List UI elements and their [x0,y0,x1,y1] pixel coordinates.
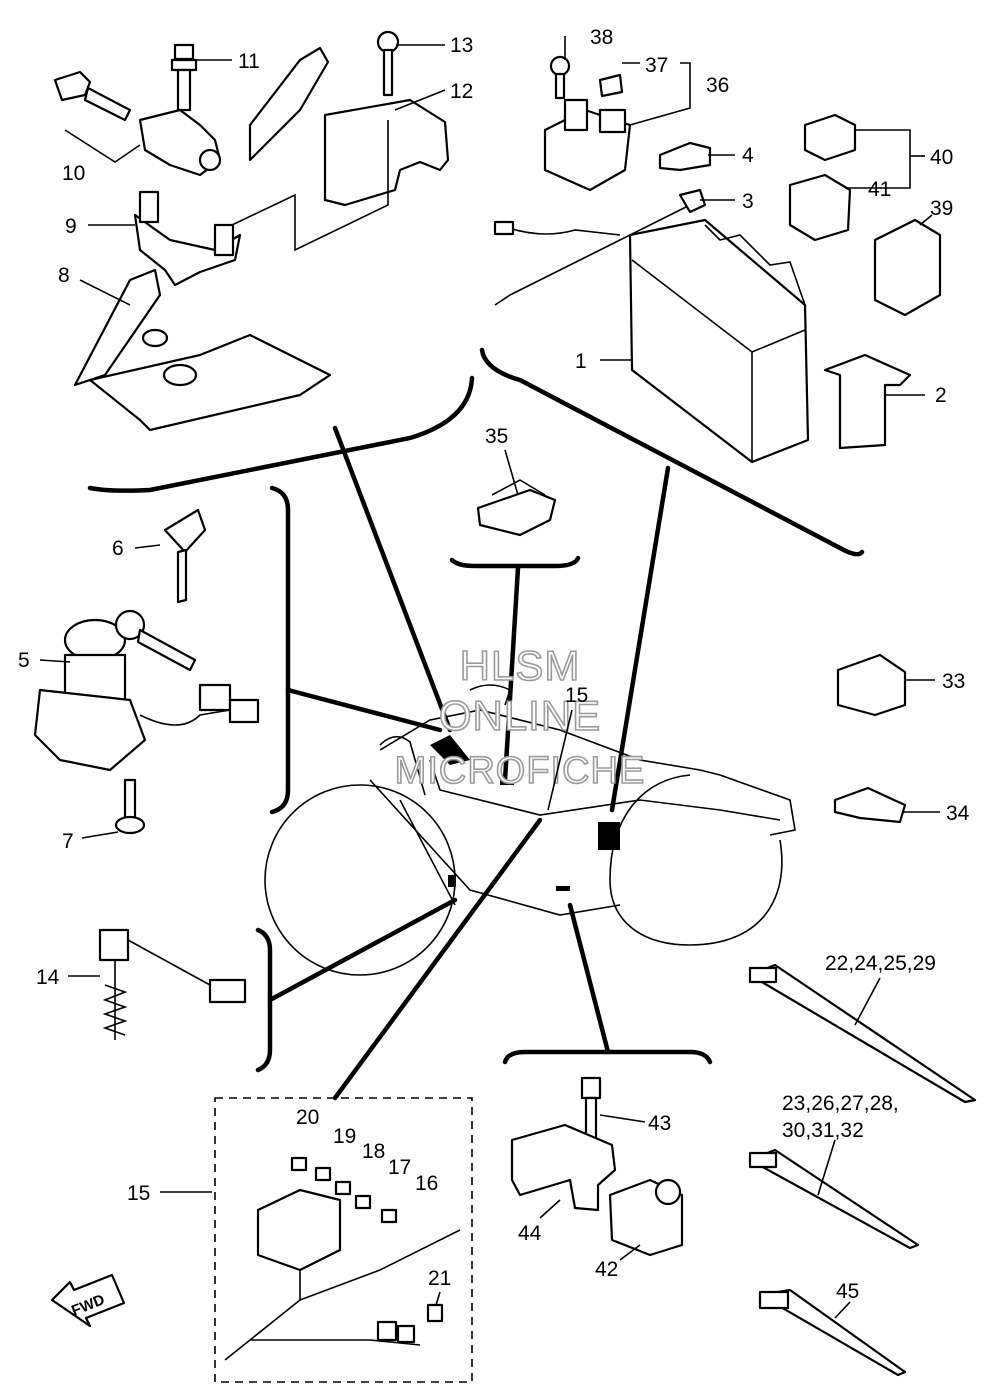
part-1-battery [628,218,810,464]
part-41-relay-holder [788,173,852,242]
part-15-harness-box [214,1097,473,1383]
fwd-arrow-icon: FWD [50,1273,126,1328]
label-41: 41 [868,178,891,201]
label-19: 19 [333,1125,356,1148]
part-36-starter-relay [543,98,632,192]
part-4-cover [658,141,712,172]
label-43: 43 [648,1112,671,1135]
section-brackets [87,347,865,1101]
part-33-clamp [836,653,907,717]
part-44-bracket [510,1123,617,1212]
watermark: HLSM ONLINE MICROFICHE [394,641,646,793]
part-42-sensor [608,1178,684,1257]
label-16: 16 [415,1172,438,1195]
label-18: 18 [362,1140,385,1163]
part-37-fuse [598,73,624,98]
part-6-key [163,508,207,604]
label-6: 6 [112,537,124,560]
part-14-switch [98,928,247,1040]
label-1: 1 [575,350,587,373]
label-9: 9 [65,215,77,238]
part-45-cable-tie [758,1288,907,1377]
part-10-key-switch [53,70,222,177]
part-5-main-switch [33,609,260,772]
part-23-cable-tie [748,1148,920,1250]
label-35: 35 [485,425,508,448]
motorcycle-outline [264,684,796,976]
part-8-handlebar-holder [73,268,332,432]
label-20: 20 [296,1106,319,1129]
label-23-26-27-28: 23,26,27,28, [782,1092,899,1115]
part-13-screw [376,30,400,97]
part-40-relay [803,113,911,189]
label-44: 44 [518,1222,542,1245]
label-7: 7 [62,830,74,853]
part-38-bolt [549,55,571,100]
label-22-24-25-29: 22,24,25,29 [825,952,936,975]
label-8: 8 [58,264,70,287]
label-21: 21 [428,1267,451,1290]
part-labels: 11 13 12 10 9 8 38 37 36 4 3 1 2 40 41 3… [18,26,970,1303]
part-12-cover [248,46,450,207]
part-2-strap [823,353,912,450]
part-43-bolt [580,1076,602,1140]
label-36: 36 [706,74,729,97]
label-37: 37 [645,54,668,77]
part-35-clip [476,479,557,537]
part-9-bracket [133,120,389,287]
part-3-cable [493,188,707,306]
watermark-line1: HLSM [460,642,581,689]
label-13: 13 [450,34,473,57]
label-17: 17 [388,1156,411,1179]
label-34: 34 [946,802,970,825]
part-22-cable-tie [748,963,977,1104]
part-34-clamp [833,786,907,824]
part-7-screw [114,778,146,835]
label-33: 33 [942,670,965,693]
label-15-center: 15 [565,684,588,707]
watermark-line3: MICROFICHE [395,750,646,792]
label-4: 4 [742,144,754,167]
label-40: 40 [930,146,953,169]
part-11-bolt [170,43,198,112]
label-10: 10 [62,162,85,185]
label-12: 12 [450,80,473,103]
label-11: 11 [238,50,260,73]
label-45: 45 [836,1280,859,1303]
label-42: 42 [595,1258,618,1281]
label-3: 3 [742,190,754,213]
label-39: 39 [930,197,953,220]
part-39-relay-unit [873,218,942,317]
label-38: 38 [590,26,613,49]
label-14: 14 [36,966,60,989]
watermark-line2: ONLINE [439,692,601,739]
label-2: 2 [935,384,947,407]
label-15-harness: 15 [127,1182,150,1205]
label-5: 5 [18,649,30,672]
leader-lines [39,36,940,1319]
label-30-31-32: 30,31,32 [782,1119,864,1142]
